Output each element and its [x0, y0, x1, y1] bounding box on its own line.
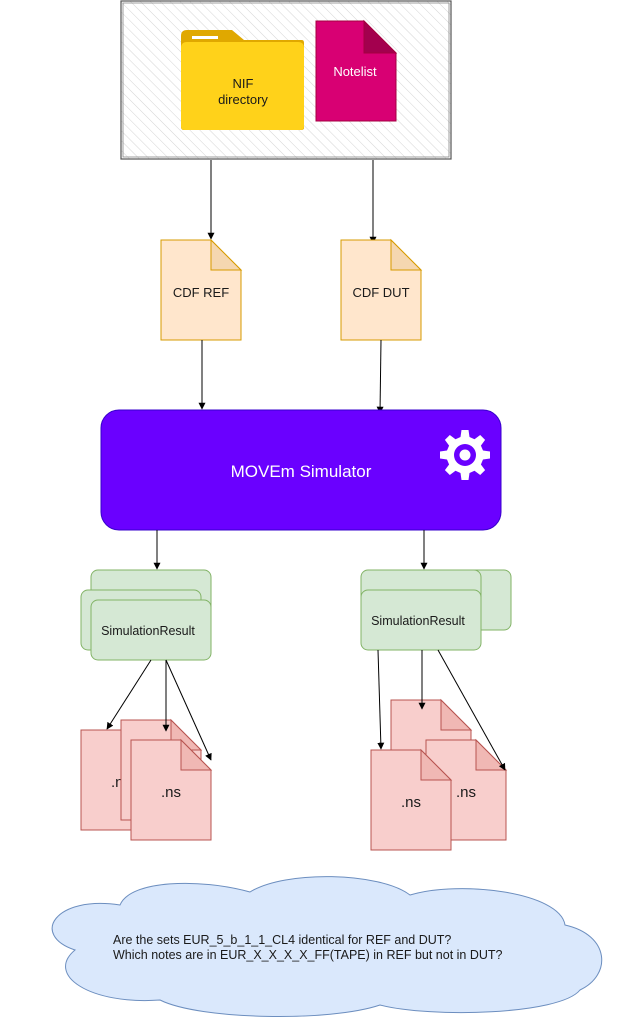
arrow-right-result-to-ns-3 — [437, 649, 506, 771]
cdf-dut-label: CDF DUT — [352, 285, 409, 300]
notelist-label: Notelist — [333, 64, 377, 79]
cdf-ref-document: CDF REF — [160, 238, 243, 341]
folder-label-line2: directory — [218, 92, 268, 107]
notelist-document: Notelist — [315, 19, 398, 122]
question-line-1: Are the sets EUR_5_b_1_1_CL4 identical f… — [113, 933, 451, 947]
ns-file-label: .ns — [401, 794, 421, 811]
arrow-cdf-dut-to-simulator — [376, 339, 384, 414]
gear-icon — [440, 430, 490, 480]
right-result-label: SimulationResult — [371, 614, 465, 628]
left-ns-files: .ns .ns — [80, 718, 213, 841]
folder-icon: NIF directory — [181, 30, 304, 130]
cdf-dut-document: CDF DUT — [340, 238, 423, 341]
cdf-ref-label: CDF REF — [173, 285, 229, 300]
arrow-right-result-to-ns-1 — [377, 649, 385, 750]
arrow-left-result-to-ns-1 — [106, 659, 152, 730]
question-line-2: Which notes are in EUR_X_X_X_X_FF(TAPE) … — [113, 948, 503, 962]
arrow-left-result-to-ns-3 — [165, 659, 212, 761]
left-simulation-result-stack: SimulationResult — [80, 569, 212, 661]
right-ns-files: .ns .ns — [370, 698, 508, 851]
ns-file-label: .ns — [456, 784, 476, 801]
right-simulation-result-stack: SimulationResult — [360, 569, 512, 651]
question-cloud: Are the sets EUR_5_b_1_1_CL4 identical f… — [51, 876, 603, 1017]
left-result-label: SimulationResult — [101, 624, 195, 638]
simulator-label: MOVEm Simulator — [231, 462, 372, 481]
simulator-block: MOVEm Simulator — [100, 409, 502, 531]
folder-label-line1: NIF — [233, 76, 254, 91]
ns-file-label: .ns — [161, 784, 181, 801]
